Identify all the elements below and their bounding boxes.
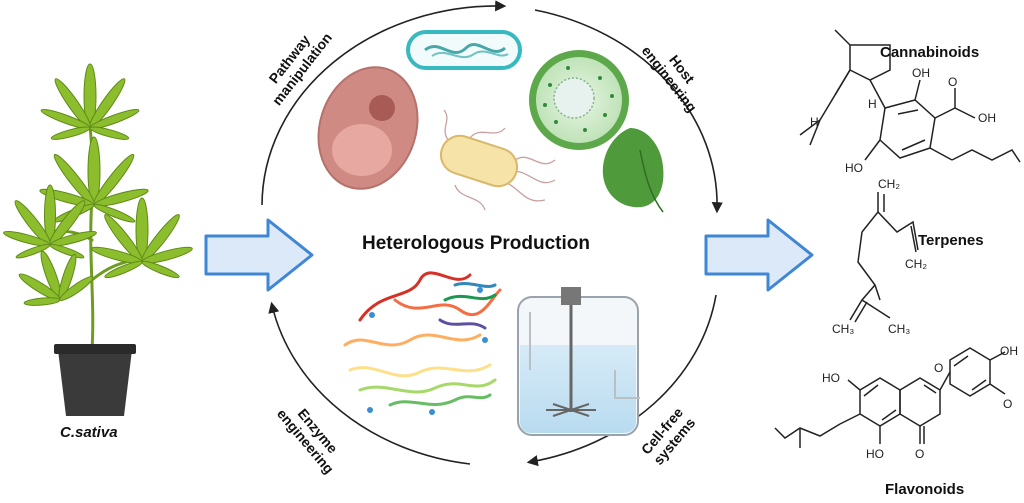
plant-name: C.sativa [60, 424, 118, 441]
chem-ch3-2: CH₃ [888, 322, 910, 336]
yeast-cell-icon [317, 66, 419, 190]
rod-bacterium-icon [406, 30, 522, 70]
product-terpenes: Terpenes [918, 232, 984, 249]
flavonoid-structure-icon [774, 347, 1006, 448]
chem-h-1: H [868, 97, 877, 111]
leaf-icon [602, 128, 664, 213]
algae-cell-icon [529, 50, 629, 150]
arc-bottom-right [526, 294, 717, 467]
right-block-arrow [704, 218, 814, 292]
chem-o-3: O [934, 361, 943, 375]
flagellated-bacterium-icon [439, 109, 556, 211]
center-title: Heterologous Production [362, 233, 590, 254]
arc-top [261, 0, 507, 206]
cycle-arrows [261, 0, 723, 467]
product-flavonoids: Flavonoids [885, 481, 965, 498]
chem-ch2-2: CH₂ [905, 257, 927, 271]
chem-oh-1: OH [912, 66, 930, 80]
enzyme-structure-icon [343, 271, 502, 415]
chem-ho-3: HO [866, 447, 884, 461]
plant-pot [58, 350, 132, 416]
bioreactor-icon [517, 287, 640, 436]
terpene-structure-icon [849, 192, 919, 323]
chem-o-2: O [915, 447, 924, 461]
chem-ho-2: HO [822, 371, 840, 385]
chem-o-1: O [948, 75, 957, 89]
cannabis-plant-icon [3, 63, 193, 416]
chem-ch3-1: CH₃ [832, 322, 854, 336]
chem-oh-3: OH [1000, 344, 1018, 358]
arc-right [534, 9, 723, 214]
cannabinoid-structure-icon [799, 29, 1021, 163]
chem-ho-1: HO [845, 161, 863, 175]
left-block-arrow [204, 218, 314, 292]
arc-bottom-left [268, 301, 471, 465]
product-cannabinoids: Cannabinoids [880, 44, 980, 61]
chem-h-2: H [810, 115, 819, 129]
chem-oh-2: OH [978, 111, 996, 125]
chem-o-4: O [1003, 397, 1012, 411]
chem-ch2-1: CH₂ [878, 177, 900, 191]
